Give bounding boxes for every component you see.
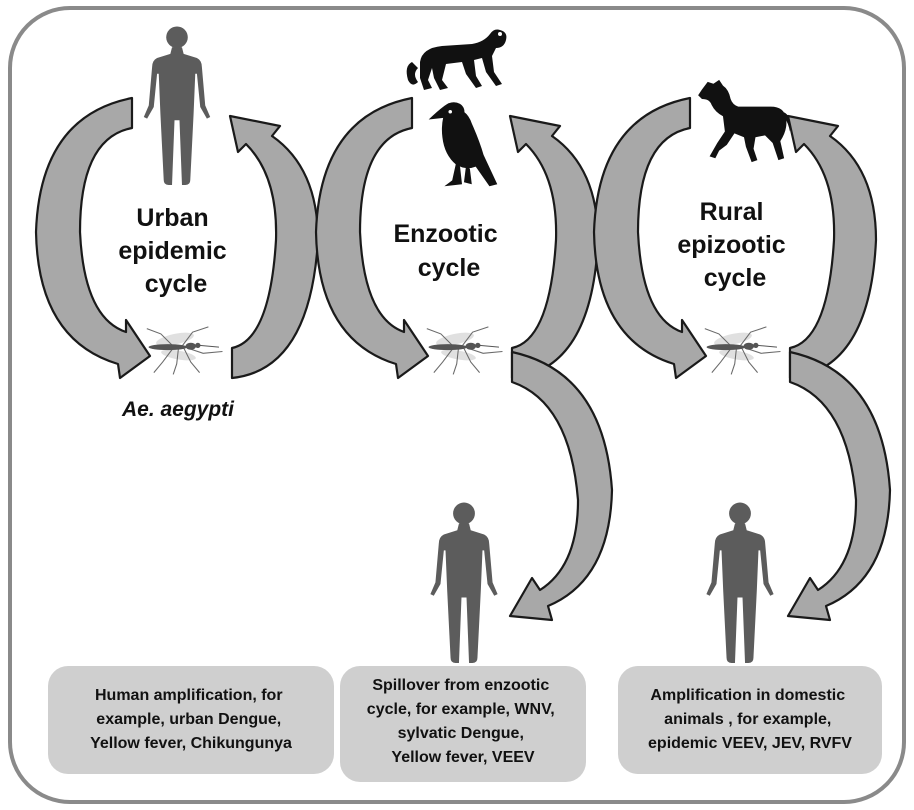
cycle-label-urban: Urban epidemic cycle — [118, 204, 233, 298]
info-box-line: cycle, for example, WNV, — [367, 701, 555, 718]
info-box-line: Spillover from enzootic — [372, 677, 549, 694]
rural-spillover-arrow — [786, 350, 892, 622]
info-box-text: Human amplification, for example, urban … — [90, 687, 292, 752]
rural-right-arrow — [786, 114, 878, 380]
enzootic-cycle: Enzootic cycle — [314, 29, 614, 663]
info-box-bg — [48, 666, 334, 774]
urban-cycle: Urban epidemic cycle Ae. aegypti — [34, 26, 320, 421]
info-box-line: epidemic VEEV, JEV, RVFV — [648, 735, 852, 752]
cycle-label-line: cycle — [704, 264, 767, 292]
rural-left-arrow — [592, 96, 708, 380]
rural-cycle: Rural epizootic cycle — [592, 79, 892, 663]
enzootic-spillover-arrow — [508, 350, 614, 622]
cycle-label-enzootic: Enzootic cycle — [393, 220, 504, 282]
cycle-label-rural: Rural epizootic cycle — [677, 198, 792, 292]
info-box-text: Amplification in domestic animals , for … — [648, 687, 852, 752]
info-box-domestic-amplification: Amplification in domestic animals , for … — [618, 666, 882, 774]
info-box-line: Amplification in domestic — [650, 687, 845, 704]
urban-right-arrow — [228, 114, 320, 380]
cycle-label-line: epidemic — [118, 237, 226, 265]
info-box-human-amplification: Human amplification, for example, urban … — [48, 666, 334, 774]
info-box-line: animals , for example, — [664, 711, 831, 728]
cycle-label-line: epizootic — [677, 231, 785, 259]
info-box-line: example, urban Dengue, — [96, 711, 281, 728]
cycle-label-line: Urban — [136, 204, 208, 232]
cycle-label-line: cycle — [145, 270, 208, 298]
cycle-label-line: Rural — [700, 198, 764, 226]
info-box-spillover: Spillover from enzootic cycle, for examp… — [340, 666, 586, 782]
info-box-line: sylvatic Dengue, — [398, 725, 524, 742]
info-box-bg — [618, 666, 882, 774]
info-box-line: Human amplification, for — [95, 687, 283, 704]
enzootic-right-arrow — [508, 114, 600, 380]
diagram-frame — [8, 6, 906, 804]
enzootic-left-arrow — [314, 96, 430, 380]
info-box-line: Yellow fever, VEEV — [391, 749, 535, 766]
cycle-label-line: cycle — [418, 254, 481, 282]
info-box-text: Spillover from enzootic cycle, for examp… — [367, 677, 559, 766]
vector-species-label: Ae. aegypti — [121, 398, 235, 421]
info-box-line: Yellow fever, Chikungunya — [90, 735, 292, 752]
cycle-label-line: Enzootic — [393, 220, 497, 248]
info-box-bg — [340, 666, 586, 782]
urban-left-arrow — [34, 96, 152, 380]
